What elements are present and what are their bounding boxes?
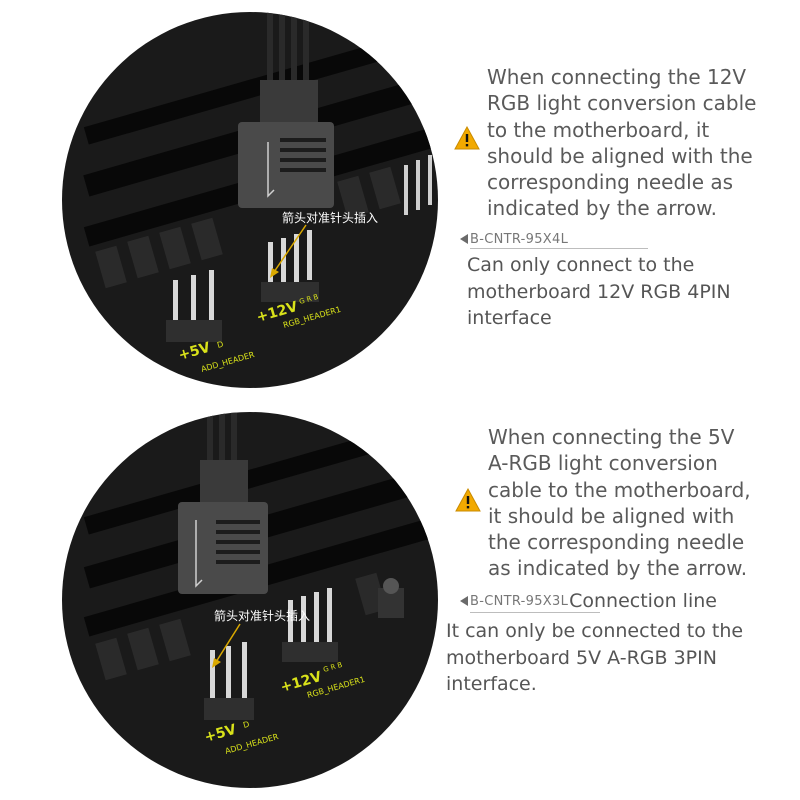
info-line: interface xyxy=(467,307,552,329)
pcb-note: 箭头对准针头插入 xyxy=(214,608,310,623)
model-code-line: B-CNTR-95X3L Connection line xyxy=(460,588,717,614)
label-left-pin: D xyxy=(242,720,250,730)
info-line: motherboard 5V A-RGB 3PIN xyxy=(446,646,717,669)
label-left-pin: D xyxy=(216,340,224,350)
warning-text: When connecting the 5V A-RGB light conve… xyxy=(488,424,751,582)
warning-line: When connecting the 12V xyxy=(487,65,747,89)
model-suffix: Connection line xyxy=(569,590,717,612)
warning-line: corresponding needle as xyxy=(487,170,734,195)
warning-line: cable to the motherboard, xyxy=(488,477,751,502)
warning-line: indicated by the arrow. xyxy=(487,196,718,221)
model-code-line: B-CNTR-95X4L xyxy=(460,226,569,252)
warning-line: RGB light conversion cable xyxy=(487,91,757,116)
pcb-note: 箭头对准针头插入 xyxy=(282,210,378,225)
warning-line: should be aligned with the xyxy=(487,143,753,168)
warning-line: A-RGB light conversion xyxy=(488,451,718,476)
info-line: motherboard 12V RGB 4PIN xyxy=(467,280,731,303)
info-line: Can only connect to the xyxy=(467,254,695,276)
instruction-panel-5v: 箭头对准针头插入 +5V D ADD_HEADER +12V G R B RGB… xyxy=(0,400,800,800)
warning-line: the corresponding needle xyxy=(488,530,745,555)
warning-line: to the motherboard, it xyxy=(487,117,710,142)
interface-info: It can only be connected to the motherbo… xyxy=(446,618,743,698)
model-code: B-CNTR-95X4L xyxy=(470,231,569,247)
warning-line: When connecting the 5V xyxy=(488,425,735,449)
model-code: B-CNTR-95X3L xyxy=(470,593,569,609)
info-line: interface. xyxy=(446,673,537,695)
model-code-rule xyxy=(470,612,600,613)
left-pointer-icon xyxy=(460,596,468,606)
warning-triangle-icon xyxy=(455,488,481,512)
interface-info: Can only connect to the motherboard 12V … xyxy=(467,252,731,332)
connector-photo-12v: 箭头对准针头插入 +5V D ADD_HEADER +12V G R B RGB… xyxy=(62,12,438,388)
left-pointer-icon xyxy=(460,234,468,244)
warning-line: it should be aligned with xyxy=(488,503,735,528)
warning-line: as indicated by the arrow. xyxy=(488,556,748,581)
model-code-rule xyxy=(470,248,648,249)
connector-photo-5v: 箭头对准针头插入 +5V D ADD_HEADER +12V G R B RGB… xyxy=(62,412,438,788)
warning-text: When connecting the 12V RGB light conver… xyxy=(487,64,756,222)
info-line: It can only be connected to the xyxy=(446,620,744,642)
warning-triangle-icon xyxy=(454,126,480,150)
instruction-panel-12v: 箭头对准针头插入 +5V D ADD_HEADER +12V G R B RGB… xyxy=(62,12,756,388)
